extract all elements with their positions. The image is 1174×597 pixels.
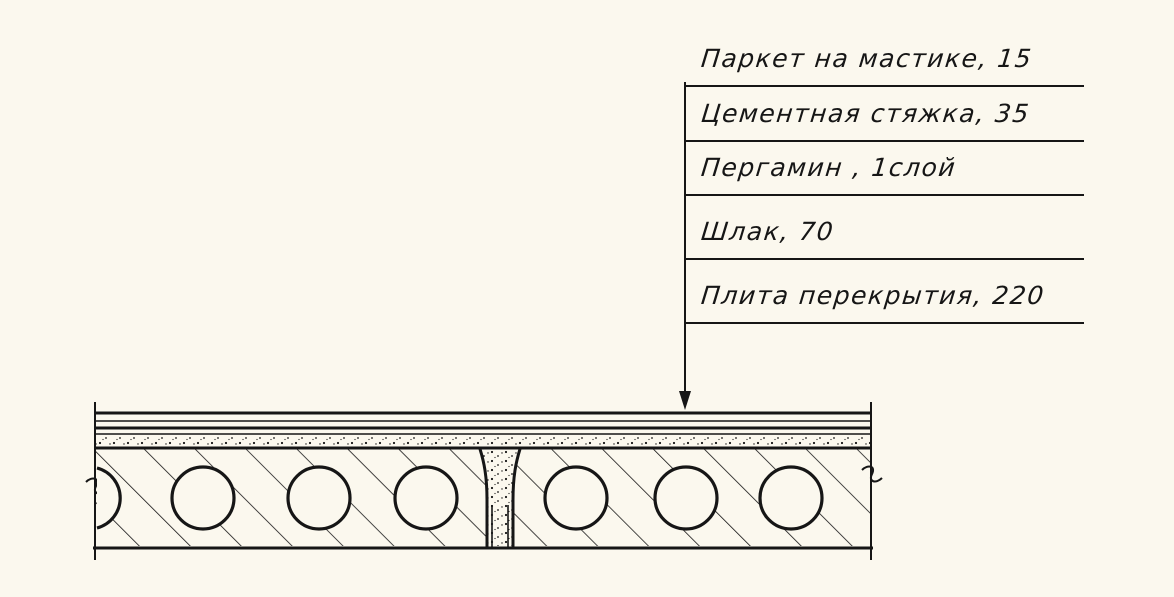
break-mark-right bbox=[861, 465, 883, 483]
layer-label-parquet: Паркет на мастике, 15 bbox=[699, 44, 1034, 73]
floor-layers bbox=[95, 411, 871, 450]
slab-core-4 bbox=[393, 465, 459, 531]
grout-joint bbox=[480, 449, 520, 546]
label-shelf-lines bbox=[685, 85, 1084, 324]
slab-core-6 bbox=[653, 465, 719, 531]
hollow-core-slab bbox=[85, 402, 883, 560]
layer-label-floor-slab: Плита перекрытия, 220 bbox=[699, 281, 1047, 310]
slab-core-1 bbox=[96, 466, 122, 530]
layer-label-roofing-paper: Пергамин , 1слой bbox=[699, 153, 958, 182]
slab-core-2 bbox=[170, 465, 236, 531]
slab-core-3 bbox=[286, 465, 352, 531]
layer-label-slag: Шлак, 70 bbox=[699, 217, 836, 246]
layer-label-screed: Цементная стяжка, 35 bbox=[699, 99, 1032, 128]
slab-core-7 bbox=[758, 465, 824, 531]
slab-core-5 bbox=[543, 465, 609, 531]
leader-arrow bbox=[679, 82, 691, 410]
